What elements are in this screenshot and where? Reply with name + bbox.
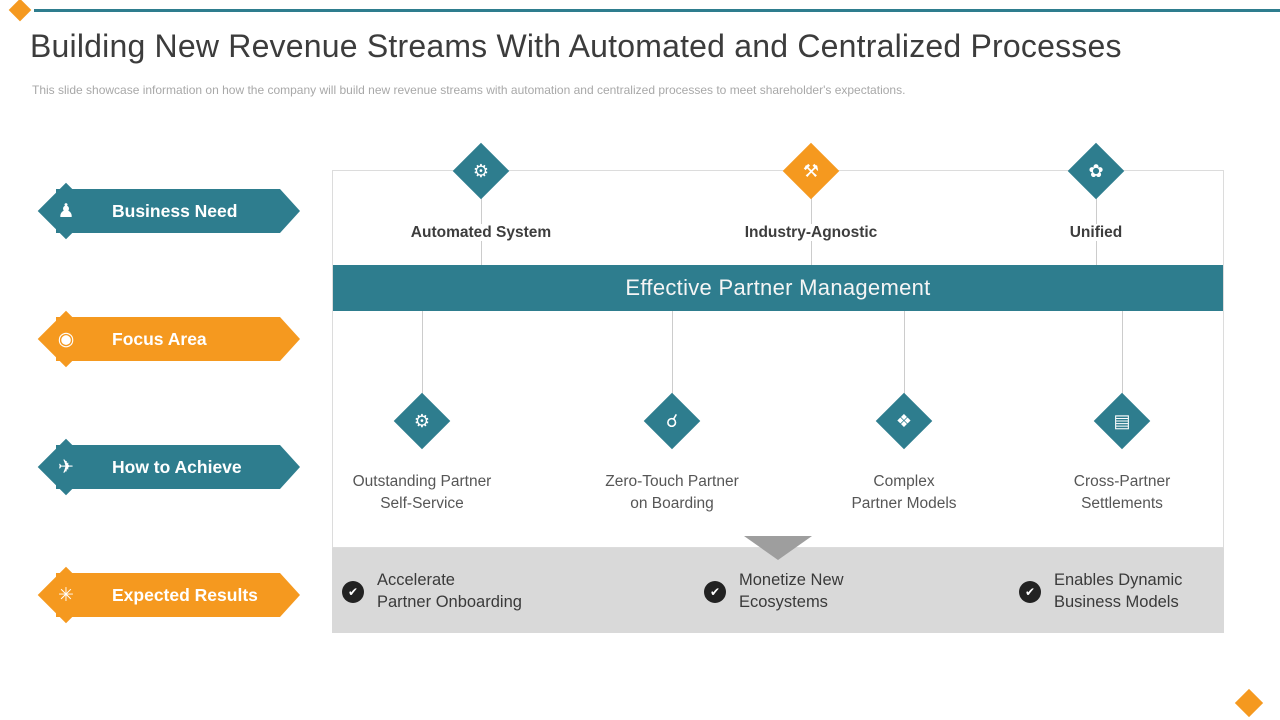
- focus-area-banner: Effective Partner Management: [333, 265, 1223, 311]
- check-icon: ✔: [1019, 580, 1041, 603]
- slide-title: Building New Revenue Streams With Automa…: [30, 28, 1122, 64]
- result-text: Accelerate Partner Onboarding: [377, 570, 522, 614]
- connector-line: [422, 311, 423, 403]
- approach-line: on Boarding: [630, 494, 714, 512]
- target-icon: ◉: [57, 328, 75, 350]
- approach-label: Outstanding Partner Self-Service: [312, 471, 532, 514]
- approach-label: Complex Partner Models: [794, 471, 1014, 514]
- left-nav-business-need: Business Need ♟: [37, 182, 300, 240]
- left-nav-expected-results: Expected Results ✳: [37, 566, 300, 624]
- approach-line: Partner Models: [851, 494, 957, 512]
- result-item: ✔ Enables Dynamic Business Models: [1019, 570, 1182, 614]
- settlement-document-icon: ▤: [1113, 410, 1131, 431]
- business-need-arrow: Business Need: [56, 189, 300, 233]
- left-nav-how-to-achieve: How to Achieve ✈: [37, 438, 300, 496]
- onboarding-diamond: ☌: [643, 392, 701, 450]
- result-item: ✔ Monetize New Ecosystems: [704, 570, 844, 614]
- partner-models-diamond: ❖: [875, 392, 933, 450]
- result-line: Ecosystems: [739, 592, 828, 611]
- unified-label: Unified: [1064, 224, 1128, 241]
- result-line: Business Models: [1054, 592, 1179, 611]
- business-need-label: Business Need: [112, 200, 238, 221]
- how-to-achieve-label: How to Achieve: [112, 456, 242, 477]
- focus-area-arrow: Focus Area: [56, 317, 300, 361]
- business-need-diamond: ♟: [37, 182, 95, 240]
- accent-diamond-bottom-right: [1234, 688, 1264, 718]
- result-line: Enables Dynamic: [1054, 571, 1183, 589]
- check-icon: ✔: [342, 580, 364, 603]
- automated-system-diamond: ⚙: [452, 142, 510, 200]
- automation-gear-icon: ⚙: [472, 160, 490, 181]
- growth-icon: ✿: [1088, 160, 1104, 181]
- approach-line: Settlements: [1081, 494, 1163, 512]
- how-to-achieve-diamond: ✈: [37, 438, 95, 496]
- factory-icon: ⚒: [802, 160, 820, 181]
- business-need-item: Industry-Agnostic: [701, 224, 921, 242]
- automated-system-label: Automated System: [405, 224, 557, 241]
- connector-line: [1122, 311, 1123, 403]
- approach-line: Outstanding Partner: [352, 473, 492, 490]
- result-line: Accelerate: [377, 571, 455, 589]
- top-accent-line: [34, 9, 1280, 12]
- rocket-icon: ✈: [58, 456, 74, 478]
- business-need-item: Automated System: [371, 224, 591, 242]
- slide-subtitle: This slide showcase information on how t…: [32, 83, 906, 97]
- approach-label: Cross-Partner Settlements: [1012, 471, 1232, 514]
- accent-diamond-top-left: [8, 0, 32, 22]
- how-to-achieve-arrow: How to Achieve: [56, 445, 300, 489]
- expected-results-arrow: Expected Results: [56, 573, 300, 617]
- self-service-gear-icon: ⚙: [413, 410, 431, 431]
- connector-line: [904, 311, 905, 403]
- focus-area-label: Focus Area: [112, 328, 207, 349]
- approach-line: Zero-Touch Partner: [605, 473, 739, 490]
- down-arrow-triangle: [744, 536, 812, 560]
- expected-results-label: Expected Results: [112, 584, 258, 605]
- partner-management-diagram: ⚙ ⚒ ✿ Automated System Industry-Agnostic…: [332, 142, 1224, 548]
- settlements-diamond: ▤: [1093, 392, 1151, 450]
- expected-results-diamond: ✳: [37, 566, 95, 624]
- partner-onboarding-icon: ☌: [665, 410, 679, 431]
- approach-line: Self-Service: [380, 494, 464, 512]
- result-item: ✔ Accelerate Partner Onboarding: [342, 570, 522, 614]
- banner-label: Effective Partner Management: [625, 275, 931, 300]
- connector-line: [672, 311, 673, 403]
- unified-diamond: ✿: [1067, 142, 1125, 200]
- self-service-diamond: ⚙: [393, 392, 451, 450]
- left-nav-focus-area: Focus Area ◉: [37, 310, 300, 368]
- result-text: Monetize New Ecosystems: [739, 570, 844, 614]
- check-icon: ✔: [704, 580, 726, 603]
- result-line: Partner Onboarding: [377, 592, 522, 611]
- team-icon: ♟: [57, 200, 75, 222]
- expected-results-band: ✔ Accelerate Partner Onboarding ✔ Moneti…: [332, 536, 1224, 633]
- industry-agnostic-label: Industry-Agnostic: [739, 224, 883, 241]
- focus-area-diamond: ◉: [37, 310, 95, 368]
- result-text: Enables Dynamic Business Models: [1054, 570, 1182, 614]
- business-need-item: Unified: [986, 224, 1206, 242]
- insight-icon: ✳: [58, 584, 74, 606]
- approach-line: Complex: [873, 473, 935, 490]
- approach-label: Zero-Touch Partner on Boarding: [562, 471, 782, 514]
- industry-agnostic-diamond: ⚒: [782, 142, 840, 200]
- approach-line: Cross-Partner: [1073, 473, 1171, 490]
- result-line: Monetize New: [739, 571, 844, 589]
- network-nodes-icon: ❖: [895, 410, 913, 431]
